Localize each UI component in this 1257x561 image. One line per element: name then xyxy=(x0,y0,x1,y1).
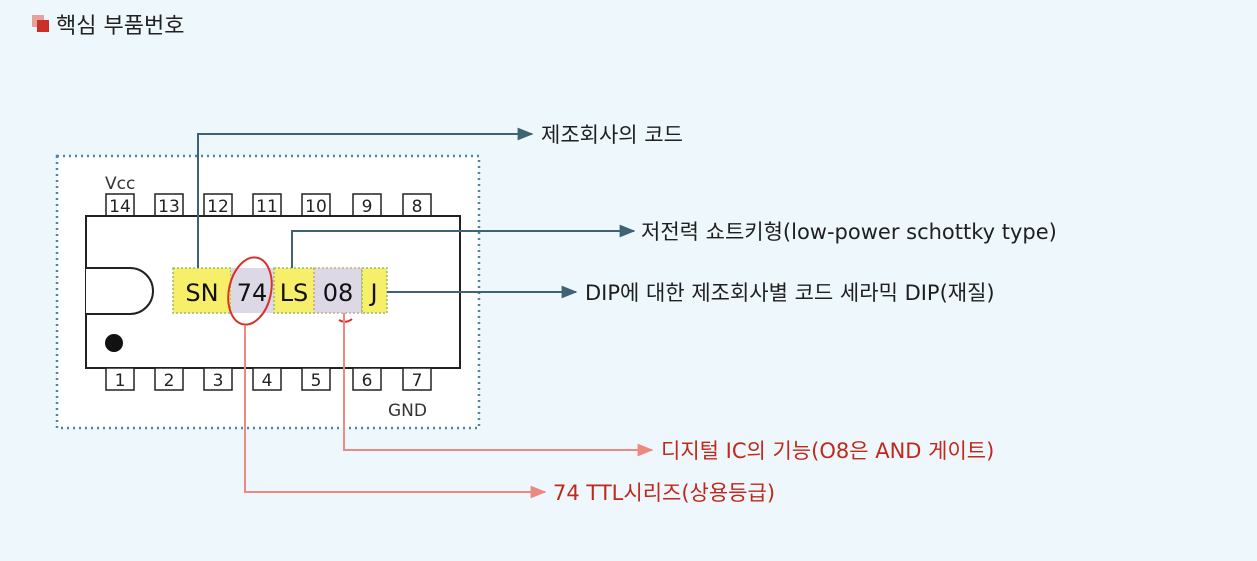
bottom-pin-label: 4 xyxy=(262,371,273,391)
top-pin-label: 10 xyxy=(305,197,327,217)
segment-ls-bg xyxy=(273,267,315,314)
red-circle-mark xyxy=(227,256,273,326)
segment-ls: LS xyxy=(280,279,309,307)
label-series: 74 TTL시리즈(상용등급) xyxy=(553,481,775,505)
bottom-pin-box xyxy=(154,367,184,391)
segment-08-bg xyxy=(313,267,363,314)
arrow-series xyxy=(244,325,547,499)
page-title-block: 핵심 부품번호 xyxy=(32,8,184,40)
segment-08: 08 xyxy=(323,279,354,307)
title-bullet-icon xyxy=(32,15,50,33)
chip-notch xyxy=(86,267,154,315)
bottom-pin-label: 3 xyxy=(213,371,224,391)
bottom-pin-box xyxy=(105,367,135,391)
label-function: 디지털 IC의 기능(O8은 AND 게이트) xyxy=(661,439,994,463)
top-pin-label: 13 xyxy=(158,197,180,217)
segment-sn: SN xyxy=(185,279,218,307)
bottom-pin-label: 2 xyxy=(164,371,175,391)
top-pin-label: 8 xyxy=(412,197,423,217)
top-pin-label: 9 xyxy=(362,197,373,217)
pin1-dot xyxy=(105,334,123,352)
arrow-function xyxy=(343,313,654,457)
top-pin-label: 12 xyxy=(207,197,229,217)
bottom-pin-box xyxy=(402,367,432,391)
bottom-pin-label: 7 xyxy=(412,371,423,391)
segment-j: J xyxy=(368,279,377,307)
bottom-pin-label: 1 xyxy=(115,371,126,391)
segment-j-bg xyxy=(361,267,388,314)
bottom-pin-box xyxy=(252,367,282,391)
red-tick-mark xyxy=(338,318,353,323)
top-pin-label: 11 xyxy=(256,197,278,217)
label-dip: DIP에 대한 제조회사별 코드 세라믹 DIP(재질) xyxy=(585,281,995,305)
label-low-power: 저전력 쇼트키형(low-power schottky type) xyxy=(641,220,1057,244)
segment-sn-bg xyxy=(172,267,232,314)
bottom-pin-box xyxy=(301,367,331,391)
arrow-low-power xyxy=(291,224,636,268)
segment-74: 74 xyxy=(237,279,268,307)
bottom-pin-row: 1 2 3 4 5 6 7 xyxy=(105,367,432,391)
page-title: 핵심 부품번호 xyxy=(56,14,185,39)
arrow-manufacturer xyxy=(197,127,534,268)
label-manufacturer: 제조회사의 코드 xyxy=(541,123,683,147)
vcc-label: Vcc xyxy=(105,174,135,194)
top-pin-row: 14 13 12 11 10 9 8 xyxy=(105,193,432,217)
top-pin-label: 14 xyxy=(109,197,131,217)
gnd-label: GND xyxy=(388,401,427,421)
bottom-pin-box xyxy=(203,367,233,391)
bottom-pin-label: 6 xyxy=(362,371,373,391)
bottom-pin-box xyxy=(352,367,382,391)
bottom-pin-label: 5 xyxy=(311,371,322,391)
